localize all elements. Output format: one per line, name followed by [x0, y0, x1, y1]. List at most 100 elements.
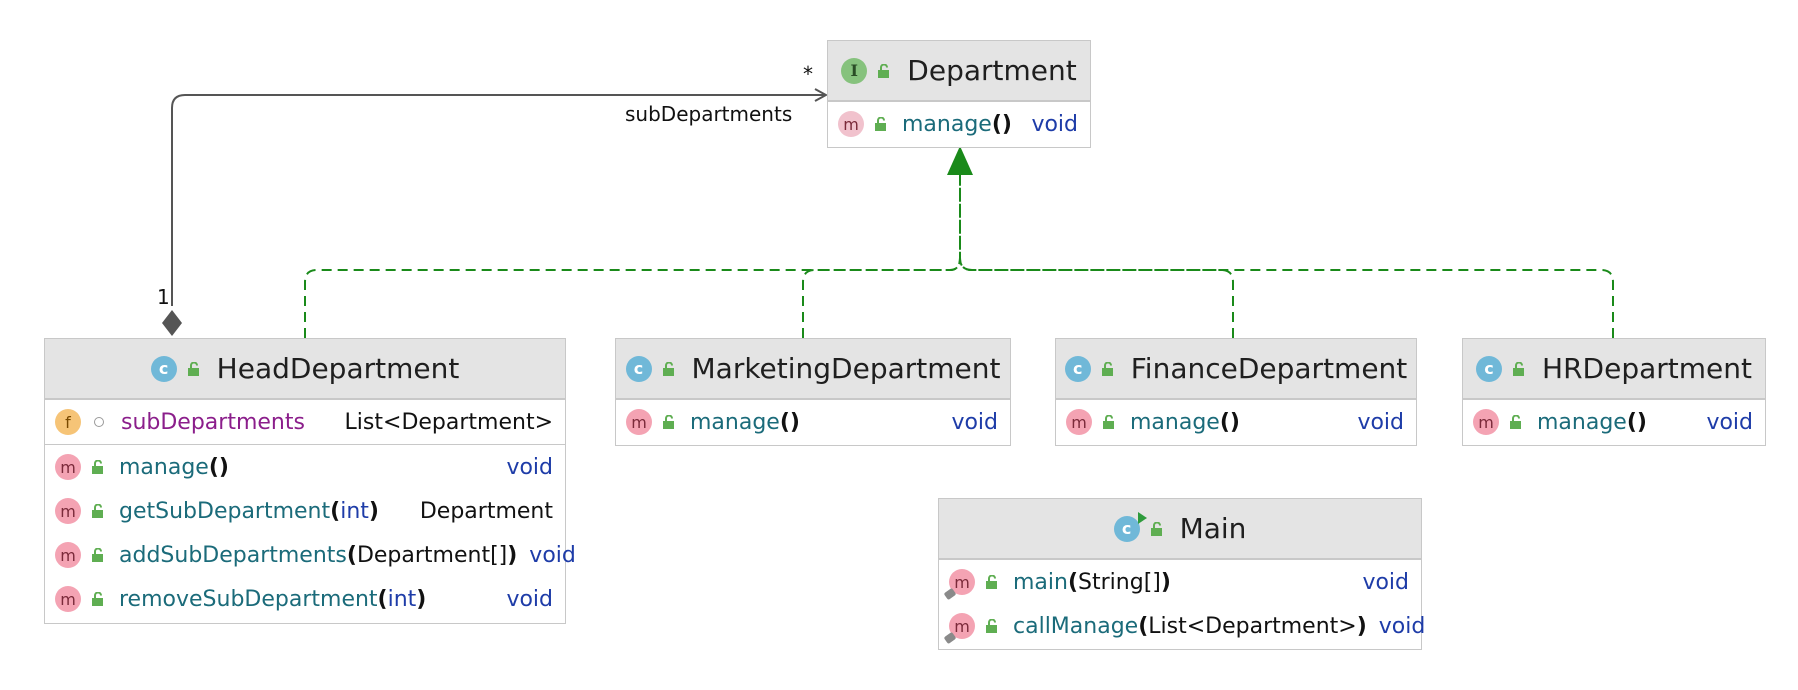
return-type: void	[1357, 409, 1404, 435]
method-row[interactable]: m main(String[]) void	[939, 560, 1421, 604]
class-header: c MarketingDepartment	[616, 339, 1010, 399]
class-hr-department[interactable]: c HRDepartment m manage() void	[1462, 338, 1766, 446]
class-icon: c	[625, 355, 652, 382]
method-name: main	[1013, 569, 1068, 595]
method-name: addSubDepartments	[119, 542, 347, 568]
method-row[interactable]: m addSubDepartments(Department[]) void	[45, 533, 576, 577]
param-type: int	[340, 498, 369, 524]
methods-section: m manage() void	[828, 101, 1090, 146]
static-method-icon: m	[943, 613, 975, 645]
class-name: HeadDepartment	[216, 352, 460, 385]
class-marketing-department[interactable]: c MarketingDepartment m manage() void	[615, 338, 1011, 446]
method-icon: m	[1473, 409, 1499, 435]
class-header: c FinanceDepartment	[1056, 339, 1416, 399]
field-name: subDepartments	[121, 409, 305, 435]
lock-open-icon	[187, 361, 199, 376]
association-role-label: subDepartments	[625, 102, 793, 126]
lock-open-icon	[92, 592, 103, 606]
method-icon: m	[55, 454, 81, 480]
param-type: List<Department>	[1148, 613, 1357, 639]
methods-section: m manage() void	[1463, 399, 1765, 444]
class-icon: c	[150, 355, 177, 382]
method-icon: m	[55, 498, 81, 524]
class-header: c HeadDepartment	[45, 339, 565, 399]
lock-open-icon	[1101, 361, 1113, 376]
return-type: void	[1378, 613, 1426, 639]
realization-edges	[304, 168, 1614, 338]
class-name: Main	[1179, 512, 1247, 545]
method-row[interactable]: m manage() void	[828, 102, 1090, 146]
lock-open-icon	[92, 548, 103, 562]
method-name: callManage	[1013, 613, 1139, 639]
interface-icon: I	[841, 57, 868, 84]
field-type: List<Department>	[344, 409, 553, 435]
return-type: Department	[419, 498, 553, 524]
class-finance-department[interactable]: c FinanceDepartment m manage() void	[1055, 338, 1417, 446]
method-name: getSubDepartment	[119, 498, 331, 524]
edge-hr-to-department	[959, 168, 1614, 338]
lock-open-icon	[986, 619, 997, 633]
class-icon: c	[1476, 355, 1503, 382]
composition-diamond	[162, 310, 182, 336]
lock-open-icon	[1103, 415, 1114, 429]
method-row[interactable]: m removeSubDepartment(int) void	[45, 577, 565, 621]
method-icon: m	[55, 586, 81, 612]
method-row[interactable]: m getSubDepartment(int) Department	[45, 489, 565, 533]
class-name: MarketingDepartment	[691, 352, 1001, 385]
methods-section: m manage() void	[616, 399, 1010, 444]
edge-head-to-department	[304, 168, 961, 338]
param-type: int	[387, 586, 417, 612]
return-type: void	[529, 542, 576, 568]
inheritance-arrowhead	[947, 146, 973, 175]
lock-open-icon	[1513, 361, 1525, 376]
methods-section: m manage() void m getSubDepartment(int) …	[45, 444, 576, 621]
field-icon: f	[55, 409, 81, 435]
fields-section: f subDepartments List<Department>	[45, 399, 565, 444]
class-head-department[interactable]: c HeadDepartment f subDepartments List<D…	[44, 338, 576, 624]
method-row[interactable]: m manage() void	[1463, 400, 1765, 444]
method-row[interactable]: m manage() void	[616, 400, 1010, 444]
lock-open-icon	[1150, 521, 1162, 536]
method-name: removeSubDepartment	[119, 586, 378, 612]
lock-open-icon	[875, 117, 886, 131]
method-name: manage	[119, 454, 209, 480]
class-name: Department	[907, 54, 1077, 87]
multiplicity-target: *	[803, 62, 813, 86]
edge-finance-to-department	[959, 168, 1234, 338]
methods-section: m main(String[]) void m callManage(List<…	[939, 559, 1425, 648]
method-name: manage	[1537, 409, 1627, 435]
param-type: Department[]	[356, 542, 508, 568]
method-icon: m	[626, 409, 652, 435]
return-type: void	[951, 409, 998, 435]
method-row[interactable]: m manage() void	[45, 445, 565, 489]
method-name: manage	[690, 409, 780, 435]
lock-open-icon	[663, 415, 674, 429]
run-icon	[1137, 511, 1147, 524]
class-header: c Main	[939, 499, 1421, 559]
lock-open-icon	[662, 361, 674, 376]
class-name: FinanceDepartment	[1130, 352, 1408, 385]
multiplicity-source: 1	[157, 285, 170, 309]
method-icon: m	[838, 111, 864, 137]
edge-marketing-to-department	[802, 168, 961, 338]
return-type: void	[506, 586, 553, 612]
method-name: manage	[902, 111, 992, 137]
class-main[interactable]: c Main m main(String[]) void m callManag…	[938, 498, 1425, 650]
static-method-icon: m	[943, 569, 975, 601]
method-name: manage	[1130, 409, 1220, 435]
lock-open-icon	[878, 63, 890, 78]
methods-section: m manage() void	[1056, 399, 1416, 444]
return-type: void	[1706, 409, 1753, 435]
lock-open-icon	[1510, 415, 1521, 429]
method-row[interactable]: m callManage(List<Department>) void	[939, 604, 1425, 648]
field-row[interactable]: f subDepartments List<Department>	[45, 400, 565, 444]
method-row[interactable]: m manage() void	[1056, 400, 1416, 444]
return-type: void	[1031, 111, 1078, 137]
lock-open-icon	[92, 504, 103, 518]
class-department[interactable]: I Department m manage() void	[827, 40, 1091, 148]
class-header: I Department	[828, 41, 1090, 101]
class-name: HRDepartment	[1542, 352, 1752, 385]
runnable-class-icon: c	[1113, 511, 1147, 542]
return-type: void	[506, 454, 553, 480]
